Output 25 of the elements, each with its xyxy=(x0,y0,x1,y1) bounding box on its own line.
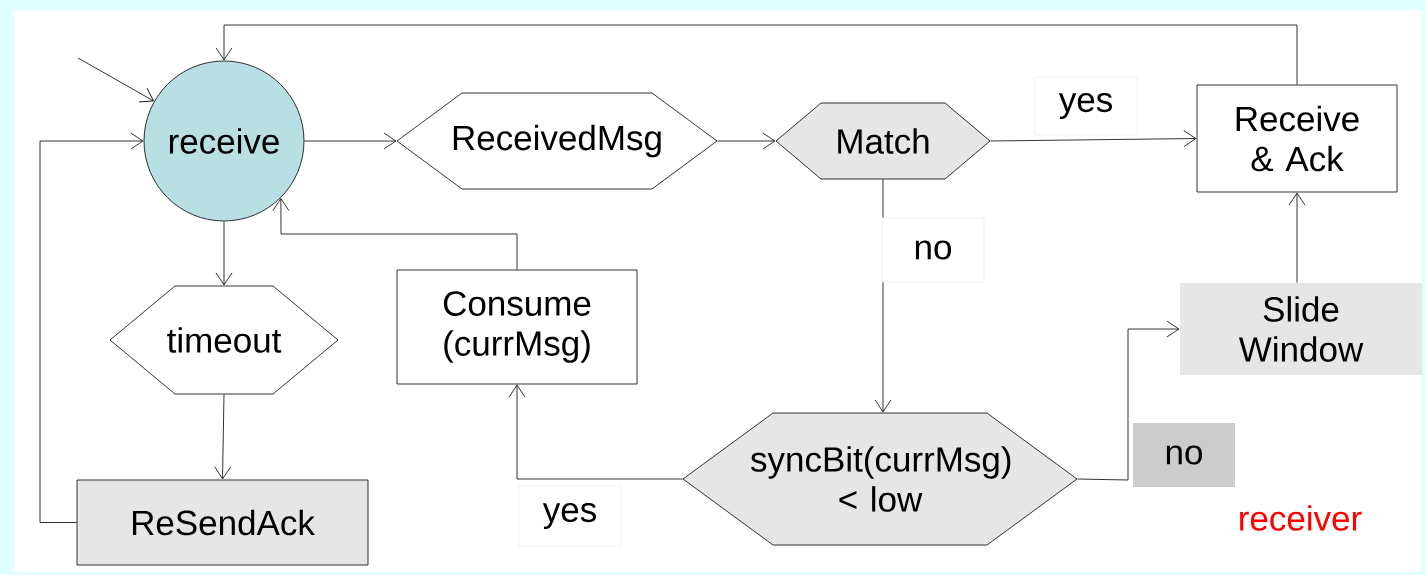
arrow xyxy=(39,132,144,523)
edge-label: yes xyxy=(518,485,622,547)
condition-hexagon: ReceivedMsg xyxy=(396,92,718,190)
arrow xyxy=(215,221,233,286)
arrow xyxy=(215,24,1298,85)
arrow xyxy=(77,57,154,103)
arrow xyxy=(1288,192,1306,283)
arrow xyxy=(990,130,1197,148)
diagram-label: receiver xyxy=(1240,505,1362,531)
arrow xyxy=(214,394,232,480)
action-box: ReSendAck xyxy=(76,479,369,566)
edge-label: no xyxy=(881,217,985,283)
condition-hexagon: timeout xyxy=(109,285,339,395)
action-box: Slide Window xyxy=(1180,283,1422,375)
action-box: Consume (currMsg) xyxy=(396,269,638,385)
arrow xyxy=(272,198,518,270)
arrow xyxy=(1077,320,1180,481)
condition-hexagon: Match xyxy=(775,102,991,180)
edge-label: no xyxy=(1133,423,1235,487)
edge-label: yes xyxy=(1034,76,1138,136)
action-box: Receive & Ack xyxy=(1196,84,1398,193)
arrow xyxy=(508,384,683,480)
arrow xyxy=(304,132,397,150)
arrow xyxy=(717,132,776,150)
condition-hexagon: syncBit(currMsg) < low xyxy=(682,412,1078,546)
